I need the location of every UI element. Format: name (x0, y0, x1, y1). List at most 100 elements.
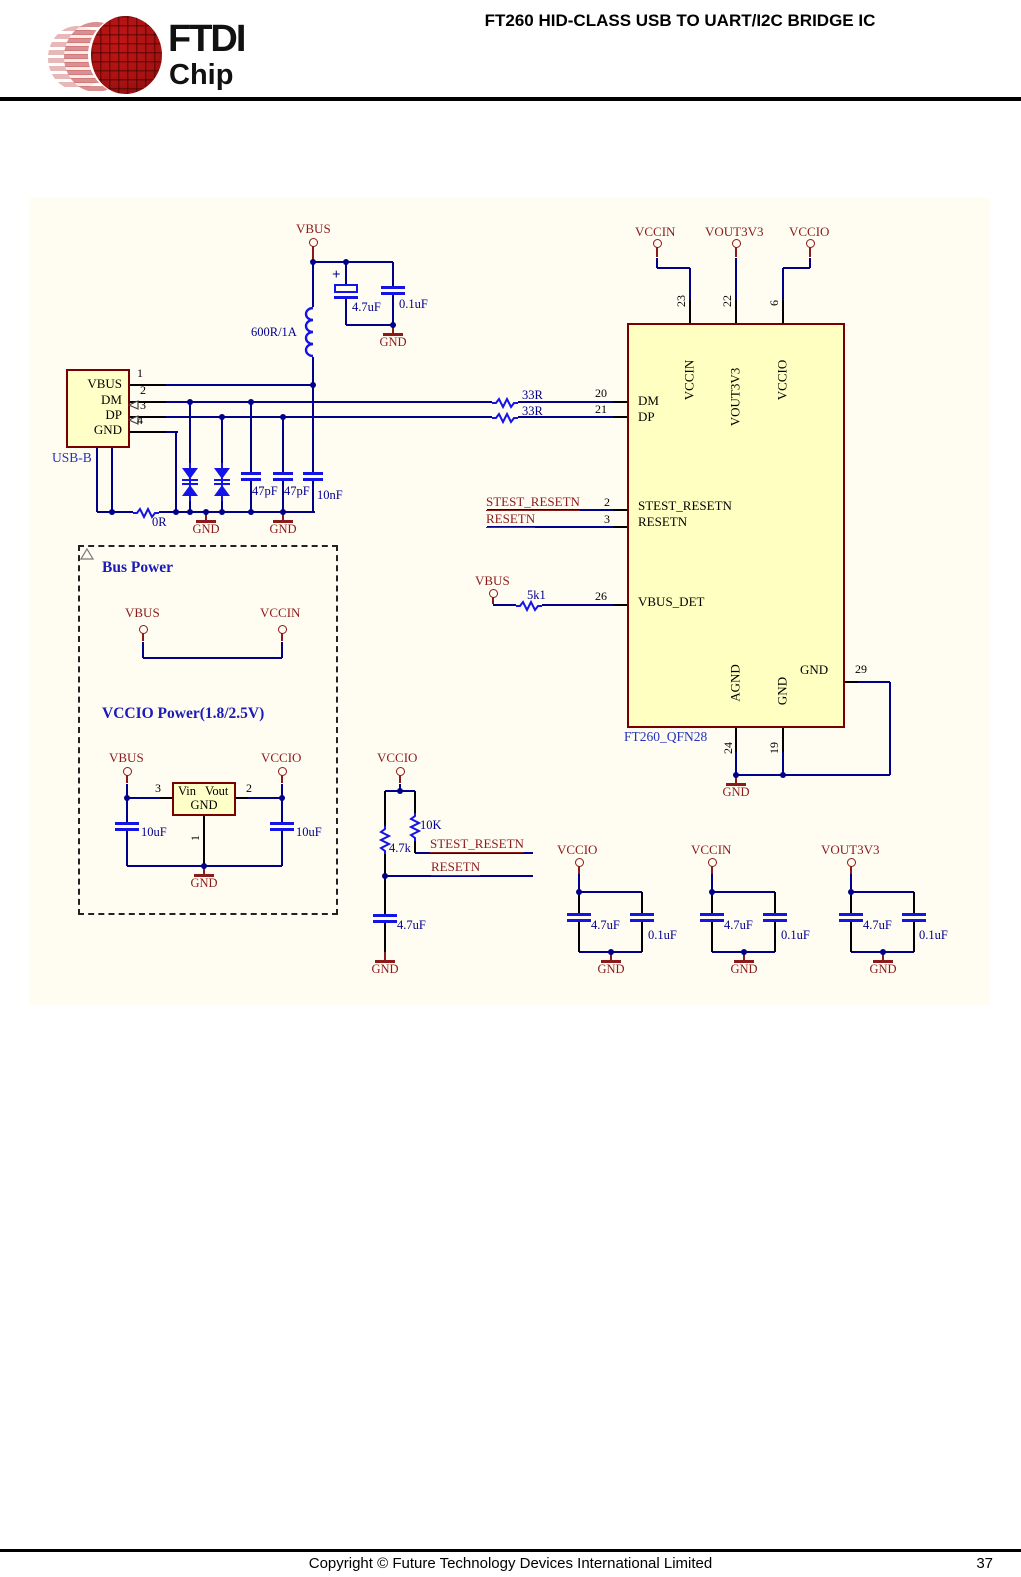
wire (736, 774, 890, 776)
junction-dot (280, 509, 286, 515)
logo-text-chip: Chip (169, 59, 234, 91)
net-label: VCCIO (789, 224, 830, 239)
ic-pin-label: DP (638, 409, 655, 424)
net-pin-stub (126, 775, 128, 783)
wire (221, 417, 223, 463)
net-pin-stub (281, 633, 283, 641)
capacitor (270, 822, 294, 825)
ic-pin-label: RESETN (638, 514, 688, 529)
wire (96, 448, 98, 512)
capacitor (700, 919, 724, 922)
wire (399, 784, 401, 791)
pin-number: 22 (720, 295, 735, 307)
copyright-text: Copyright © Future Technology Devices In… (308, 1555, 713, 1572)
net-label: VBUS (125, 605, 160, 620)
wire (641, 921, 643, 952)
capacitor (381, 286, 405, 289)
ic-pin-label: VOUT3V3 (727, 367, 743, 427)
pin-number: 23 (674, 295, 689, 307)
wire (613, 401, 627, 403)
pin-number: 6 (767, 300, 782, 306)
capacitor (273, 472, 293, 475)
value-label: 4.7uF (352, 300, 381, 314)
capacitor (700, 913, 724, 916)
junction-dot (201, 863, 207, 869)
wire (166, 384, 313, 386)
value-label: 4.7uF (397, 918, 426, 932)
page-title: FT260 HID-CLASS USB TO UART/I2C BRIDGE I… (484, 11, 876, 30)
wire (782, 752, 784, 775)
junction-dot (382, 873, 388, 879)
logo-globe-icon (88, 16, 162, 94)
capacitor (630, 913, 654, 916)
junction-dot (310, 382, 316, 388)
tvs-diode (180, 463, 200, 501)
wire (850, 921, 852, 952)
wire (858, 681, 890, 683)
gnd-symbol-bar (734, 960, 754, 963)
wire (236, 797, 248, 799)
wire (493, 604, 516, 606)
wire (312, 357, 314, 385)
net-label: VOUT3V3 (821, 842, 880, 857)
junction-dot (248, 509, 254, 515)
pin-number: 1 (137, 366, 143, 380)
gnd-symbol-bar (383, 333, 403, 336)
wire (345, 262, 347, 284)
wire (130, 431, 166, 433)
wire (160, 797, 172, 799)
junction-dot (397, 788, 403, 794)
wire (641, 892, 643, 913)
wire (282, 480, 284, 512)
wire (384, 854, 386, 876)
wire (414, 791, 416, 813)
wire (384, 922, 386, 952)
pin-number: 26 (595, 589, 607, 603)
wire (414, 841, 416, 853)
wire (782, 268, 784, 300)
wire (735, 752, 737, 775)
capacitor-polarized (334, 296, 358, 299)
ic-pin-label: GND (774, 676, 790, 706)
wire (175, 432, 177, 512)
wire (613, 526, 627, 528)
net-label: VCCIN (691, 842, 732, 857)
gnd-symbol-bar (601, 960, 621, 963)
net-label: VOUT3V3 (705, 224, 764, 239)
wire (783, 267, 810, 269)
net-label: VBUS (296, 221, 331, 236)
gnd-symbol (203, 866, 205, 874)
input-arrow-icon (127, 412, 139, 425)
capacitor (373, 914, 397, 917)
junction-dot (880, 949, 886, 955)
gnd-symbol (610, 952, 612, 960)
wire (166, 416, 492, 418)
wire (385, 875, 533, 877)
wire (203, 816, 205, 866)
wire (312, 262, 314, 307)
vccio-regulator-body (172, 782, 236, 816)
power-options-dashed-box (78, 545, 338, 915)
ic-pin-label: VBUS_DET (638, 594, 705, 609)
wire (809, 258, 811, 268)
wire (689, 300, 691, 323)
wire (281, 798, 283, 822)
wire (384, 791, 386, 826)
input-arrow-icon (127, 397, 139, 410)
value-label: 47pF (284, 484, 310, 498)
junction-dot (343, 259, 349, 265)
ic-pin-label: STEST_RESETN (638, 498, 732, 513)
pin-number: 29 (855, 662, 867, 676)
wire (282, 417, 284, 472)
inductor (300, 306, 316, 358)
gnd-label: GND (869, 962, 897, 976)
resistor (378, 826, 392, 854)
wire (346, 324, 393, 326)
junction-dot (248, 399, 254, 405)
wire (126, 830, 128, 866)
junction-dot (733, 772, 739, 778)
junction-dot (279, 795, 285, 801)
wire (392, 262, 394, 286)
gnd-symbol-bar (375, 960, 395, 963)
